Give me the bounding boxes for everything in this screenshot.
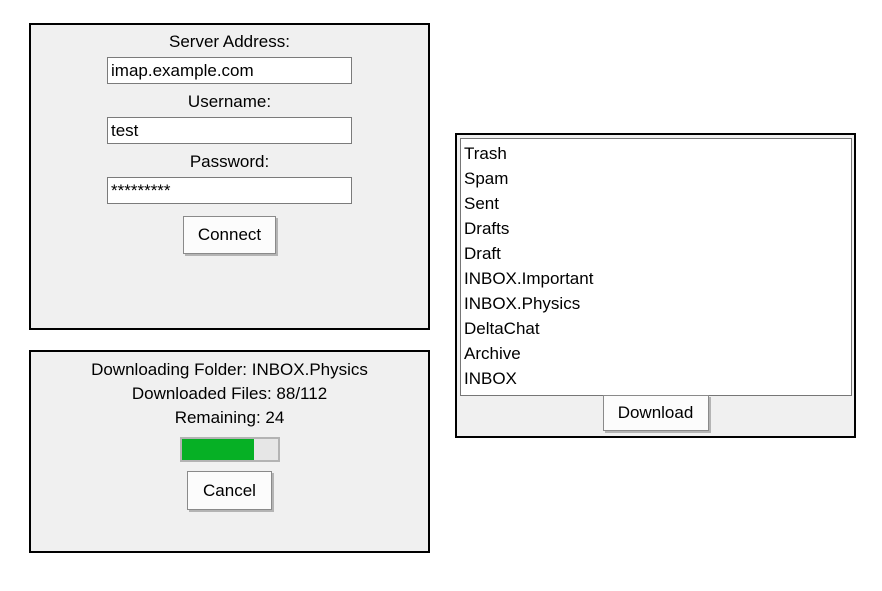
remaining-status: Remaining: 24 <box>174 408 285 427</box>
folder-list-item[interactable]: INBOX.Important <box>464 269 594 288</box>
folder-list-item[interactable]: Spam <box>464 169 509 188</box>
username-label: Username: <box>187 92 272 111</box>
password-label: Password: <box>189 152 270 171</box>
folder-list-item[interactable]: Trash <box>464 144 507 163</box>
folder-list-item[interactable]: Drafts <box>464 219 510 238</box>
folder-list-item[interactable]: DeltaChat <box>464 319 540 338</box>
folder-list-item[interactable]: INBOX <box>464 369 517 388</box>
progress-fill <box>181 439 255 460</box>
server-address-label: Server Address: <box>169 32 290 51</box>
download-button[interactable]: Download <box>602 395 709 431</box>
cancel-button[interactable]: Cancel <box>187 471 272 510</box>
folder-list-item[interactable]: Sent <box>464 194 499 213</box>
folder-list-item[interactable]: INBOX.Physics <box>464 294 581 313</box>
username-input[interactable] <box>107 117 352 144</box>
downloaded-files-status: Downloaded Files: 88/112 <box>131 384 328 403</box>
connect-panel: Server Address: Username: Password: Conn… <box>29 23 430 330</box>
folder-list-item[interactable]: Archive <box>464 344 521 363</box>
password-input[interactable] <box>107 177 352 204</box>
server-address-input[interactable] <box>107 57 352 84</box>
folder-list-item[interactable]: Draft <box>464 244 501 263</box>
connect-button[interactable]: Connect <box>183 216 276 254</box>
progress-bar <box>179 437 280 462</box>
downloading-folder-status: Downloading Folder: INBOX.Physics <box>91 360 368 379</box>
progress-panel: Downloading Folder: INBOX.Physics Downlo… <box>29 350 430 553</box>
